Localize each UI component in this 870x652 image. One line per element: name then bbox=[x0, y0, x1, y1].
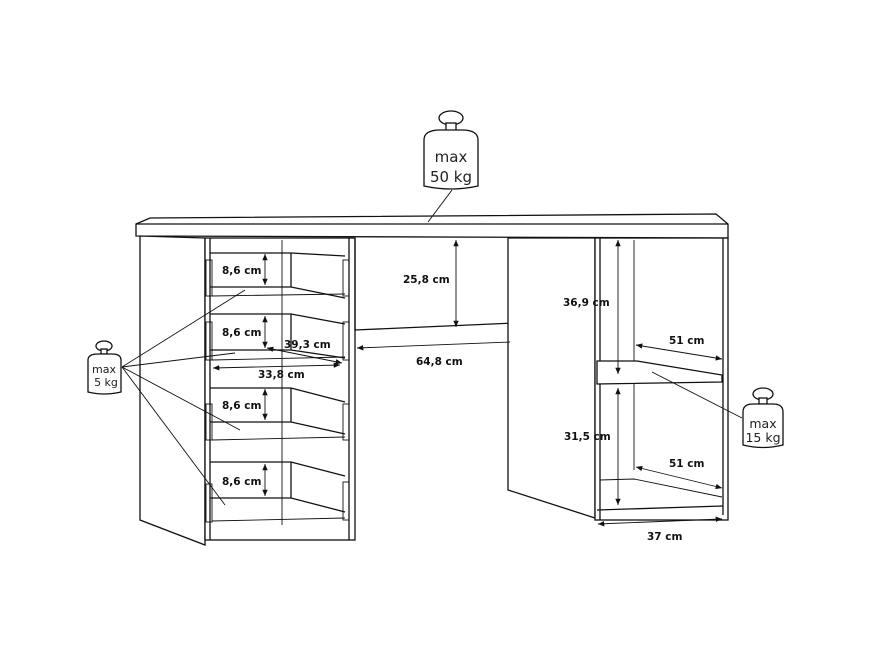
dimension-lines bbox=[212, 240, 723, 527]
weight-label-value: 50 kg bbox=[430, 168, 472, 186]
weight-label-value: 5 kg bbox=[94, 376, 118, 389]
weight-leader-lines bbox=[121, 189, 743, 506]
weight-label-max: max bbox=[749, 416, 776, 431]
left-pedestal bbox=[139, 235, 356, 546]
shelf bbox=[596, 360, 723, 385]
drawer-4 bbox=[205, 461, 350, 523]
drawers bbox=[205, 252, 350, 523]
lower-compartment-height-label: 31,5 cm bbox=[564, 431, 611, 443]
knee-width-label: 64,8 cm bbox=[416, 356, 463, 368]
lower-shelf-depth-label: 51 cm bbox=[669, 458, 704, 470]
upper-compartment-height-label: 36,9 cm bbox=[563, 297, 610, 309]
drawer-1 bbox=[205, 252, 350, 299]
drawer-height-label: 8,6 cm bbox=[222, 265, 261, 277]
drawer-height-label: 8,6 cm bbox=[222, 400, 261, 412]
upper-shelf-depth-label: 51 cm bbox=[669, 335, 704, 347]
drawer-height-label: 8,6 cm bbox=[222, 476, 261, 488]
weight-label-max: max bbox=[435, 148, 468, 166]
drawer-height-label: 8,6 cm bbox=[222, 327, 261, 339]
drawer-3 bbox=[205, 387, 350, 441]
dimension-labels: 8,6 cm 8,6 cm 8,6 cm 8,6 cm 39,3 cm 33,8… bbox=[222, 265, 704, 543]
weight-label-max: max bbox=[92, 363, 116, 376]
drawer-depth-label: 39,3 cm bbox=[284, 339, 331, 351]
desk-top bbox=[135, 213, 729, 239]
weight-icon-5kg: max 5 kg bbox=[87, 340, 122, 395]
knee-height-label: 25,8 cm bbox=[403, 274, 450, 286]
weight-icon-50kg: max 50 kg bbox=[423, 110, 479, 190]
weight-icon-15kg: max 15 kg bbox=[742, 387, 784, 449]
cabinet-width-label: 37 cm bbox=[647, 531, 682, 543]
drawer-width-label: 33,8 cm bbox=[258, 369, 305, 381]
weight-label-value: 15 kg bbox=[745, 430, 780, 445]
